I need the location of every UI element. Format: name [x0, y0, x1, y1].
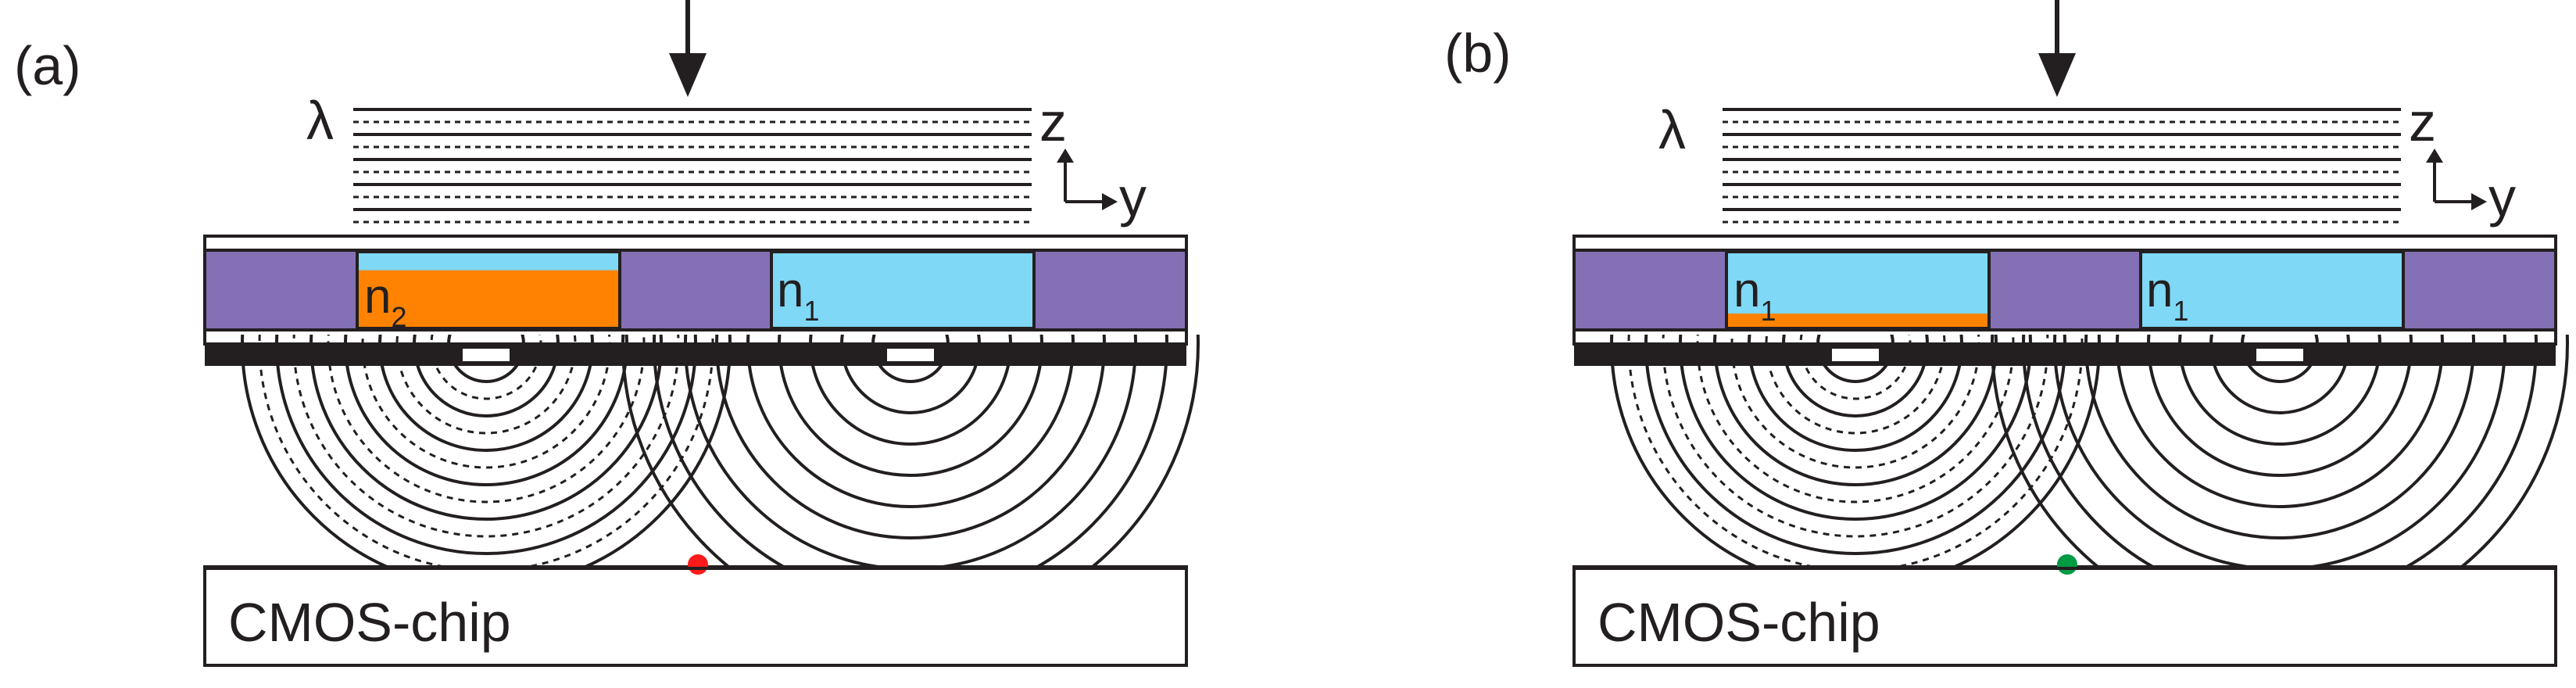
solid-spherical-wavefront	[1816, 335, 1894, 383]
chip-label: CMOS-chip	[228, 592, 511, 653]
solid-spherical-wavefront	[378, 335, 594, 452]
dashed-spherical-wavefront	[1730, 335, 1980, 469]
detector-dot	[688, 554, 708, 575]
solid-spherical-wavefront	[840, 335, 981, 414]
solid-spherical-wavefront	[2116, 335, 2444, 508]
axis-z-label: z	[2409, 91, 2436, 152]
solid-spherical-wavefront	[684, 335, 1137, 566]
solid-spherical-wavefront	[2178, 335, 2381, 446]
axis-indicator: z y	[2409, 91, 2516, 228]
right-cell-label: n1	[2146, 263, 2189, 327]
right-cell	[2139, 250, 2405, 330]
solid-spherical-wavefront	[447, 335, 525, 383]
solid-spherical-wavefront	[1679, 335, 2032, 521]
right-spherical-waves	[621, 335, 1200, 566]
solid-spherical-wavefront	[1748, 335, 1963, 452]
solid-spherical-wavefront	[621, 335, 1200, 566]
dashed-spherical-wavefront	[292, 335, 680, 538]
solid-spherical-wavefront	[1713, 335, 1998, 486]
axis-indicator: z y	[1039, 91, 1147, 228]
right-cell	[770, 250, 1036, 330]
dashed-spherical-wavefront	[1696, 335, 2015, 503]
down-arrow-icon	[2038, 0, 2076, 97]
solid-spherical-wavefront	[2084, 335, 2475, 539]
spacer-layer	[203, 249, 1188, 331]
down-arrow-icon	[669, 0, 707, 97]
chip-label: CMOS-chip	[1597, 592, 1880, 653]
spacer-layer	[1572, 249, 2557, 331]
top-glass-layer	[1572, 235, 2557, 252]
wavelength-label: λ	[1658, 99, 1686, 160]
solid-spherical-wavefront	[746, 335, 1075, 508]
solid-spherical-wavefront	[413, 335, 560, 417]
wavelength-label: λ	[306, 90, 334, 151]
dashed-spherical-wavefront	[327, 335, 646, 503]
solid-spherical-wavefront	[1991, 335, 2569, 566]
dashed-spherical-wavefront	[1662, 335, 2049, 538]
solid-spherical-wavefront	[241, 335, 732, 566]
solid-spherical-wavefront	[275, 335, 697, 555]
left-spherical-waves	[241, 335, 732, 566]
solid-spherical-wavefront	[2022, 335, 2538, 566]
left-aperture	[463, 349, 510, 361]
dashed-spherical-wavefront	[361, 335, 611, 469]
panel-b: (b) λ z y n1 n1	[1444, 0, 2569, 667]
solid-spherical-wavefront	[2241, 335, 2319, 383]
solid-spherical-wavefront	[2147, 335, 2413, 477]
solid-spherical-wavefront	[2209, 335, 2350, 414]
left-aperture	[1832, 349, 1879, 361]
right-aperture	[887, 349, 934, 361]
left-spherical-waves	[1610, 335, 2101, 566]
cmos-chip	[203, 565, 1188, 667]
incident-plane-waves	[353, 108, 1032, 224]
axis-y-label: y	[1119, 167, 1147, 228]
solid-spherical-wavefront	[809, 335, 1012, 446]
solid-spherical-wavefront	[1782, 335, 1929, 417]
panel-a: (a) λ z y n2 n1	[14, 0, 1200, 667]
dashed-spherical-wavefront	[430, 335, 542, 400]
solid-spherical-wavefront	[778, 335, 1043, 477]
diffracted-waves	[241, 335, 1200, 566]
left-cell-orange-liquid	[1728, 314, 1987, 327]
sensor-layer-stack	[203, 235, 1188, 366]
dashed-spherical-wavefront	[1799, 335, 1912, 400]
solid-spherical-wavefront	[871, 335, 950, 383]
panel-label: (a)	[14, 35, 81, 96]
dashed-spherical-wavefront	[395, 335, 577, 435]
dashed-spherical-wavefront	[258, 335, 714, 566]
left-cell-orange-liquid	[359, 270, 618, 327]
solid-spherical-wavefront	[2053, 335, 2506, 566]
top-glass-layer	[203, 235, 1188, 252]
right-aperture	[2256, 349, 2303, 361]
solid-spherical-wavefront	[309, 335, 663, 521]
solid-spherical-wavefront	[1610, 335, 2101, 566]
incident-plane-waves	[1723, 108, 2401, 224]
solid-spherical-wavefront	[653, 335, 1168, 566]
diffracted-waves	[1610, 335, 2569, 566]
axis-y-label: y	[2488, 167, 2516, 228]
axis-z-label: z	[1039, 91, 1067, 152]
detector-dot	[2057, 554, 2077, 575]
solid-spherical-wavefront	[715, 335, 1106, 539]
panel-label: (b)	[1444, 23, 1512, 84]
solid-spherical-wavefront	[1644, 335, 2066, 555]
right-spherical-waves	[1991, 335, 2569, 566]
left-cell-label: n1	[1733, 263, 1776, 327]
left-cell-label: n2	[364, 270, 407, 333]
dashed-spherical-wavefront	[1627, 335, 2084, 566]
solid-spherical-wavefront	[344, 335, 628, 486]
dashed-spherical-wavefront	[1765, 335, 1946, 435]
right-cell-label: n1	[777, 263, 820, 327]
